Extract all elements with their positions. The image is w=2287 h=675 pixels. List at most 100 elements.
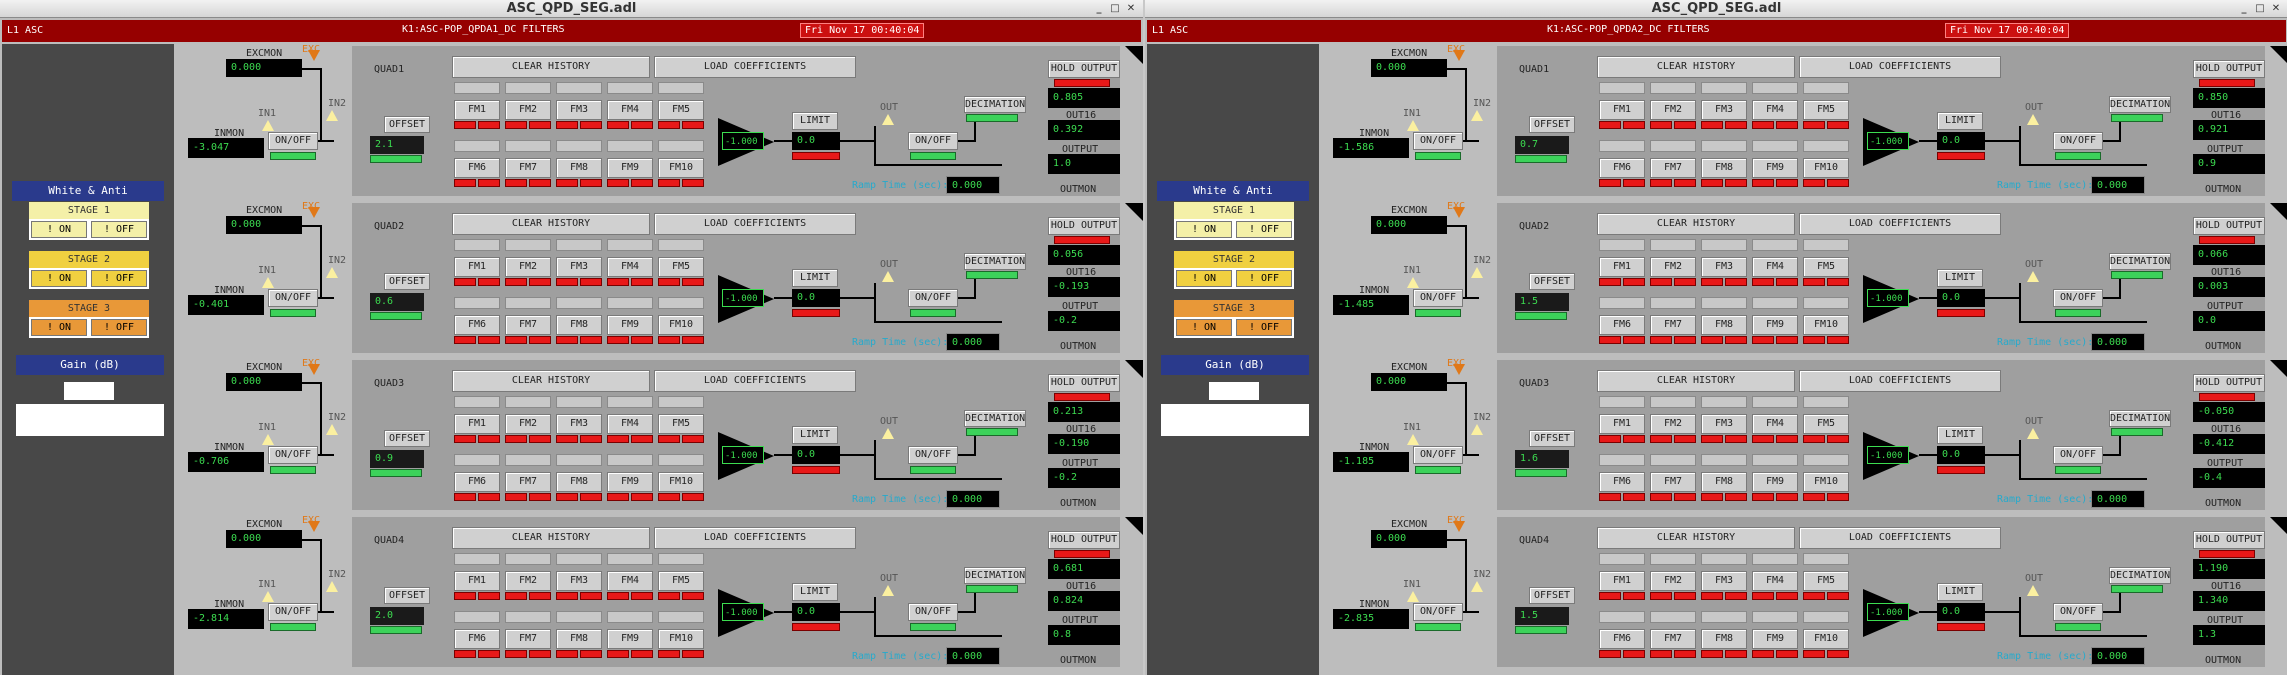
load-coefficients-button[interactable]: LOAD COEFFICIENTS <box>654 370 856 392</box>
limit-readout[interactable]: 0.0 <box>1937 446 1985 464</box>
decimation-button[interactable]: DECIMATION <box>2109 567 2171 584</box>
offset-readout[interactable]: 2.0 <box>370 607 424 625</box>
offset-readout[interactable]: 1.5 <box>1515 607 1569 625</box>
output-onoff-button[interactable]: ON/OFF <box>908 603 958 621</box>
fm9-button[interactable]: FM9 <box>607 629 653 649</box>
stage-on-button[interactable]: ! ON <box>1176 221 1232 238</box>
fm5-button[interactable]: FM5 <box>1803 571 1849 591</box>
gain-db-input[interactable] <box>1209 382 1259 400</box>
fm8-button[interactable]: FM8 <box>1701 629 1747 649</box>
fm7-button[interactable]: FM7 <box>1650 315 1696 335</box>
fm2-button[interactable]: FM2 <box>505 100 551 120</box>
fm3-button[interactable]: FM3 <box>556 571 602 591</box>
decimation-button[interactable]: DECIMATION <box>2109 96 2171 113</box>
decimation-button[interactable]: DECIMATION <box>2109 253 2171 270</box>
fm1-button[interactable]: FM1 <box>1599 571 1645 591</box>
fm6-button[interactable]: FM6 <box>1599 629 1645 649</box>
output-onoff-button[interactable]: ON/OFF <box>2053 603 2103 621</box>
stage-on-button[interactable]: ! ON <box>1176 319 1232 336</box>
clear-history-button[interactable]: CLEAR HISTORY <box>452 56 650 78</box>
fm8-button[interactable]: FM8 <box>556 158 602 178</box>
fm9-button[interactable]: FM9 <box>607 315 653 335</box>
gain-readout[interactable]: -1.000 <box>1867 603 1909 621</box>
maximize-icon[interactable]: □ <box>2255 3 2265 14</box>
limit-button[interactable]: LIMIT <box>792 583 838 601</box>
fm8-button[interactable]: FM8 <box>556 629 602 649</box>
output-onoff-button[interactable]: ON/OFF <box>908 446 958 464</box>
fm9-button[interactable]: FM9 <box>1752 315 1798 335</box>
fm10-button[interactable]: FM10 <box>1803 629 1849 649</box>
fm4-button[interactable]: FM4 <box>607 257 653 277</box>
fm3-button[interactable]: FM3 <box>1701 571 1747 591</box>
fm6-button[interactable]: FM6 <box>1599 472 1645 492</box>
offset-readout[interactable]: 0.7 <box>1515 136 1569 154</box>
fm9-button[interactable]: FM9 <box>607 158 653 178</box>
ramp-time-input[interactable]: 0.000 <box>2091 490 2145 508</box>
clear-history-button[interactable]: CLEAR HISTORY <box>1597 370 1795 392</box>
gain-db-field[interactable] <box>16 404 164 436</box>
fm8-button[interactable]: FM8 <box>556 472 602 492</box>
fm6-button[interactable]: FM6 <box>454 472 500 492</box>
input-onoff-button[interactable]: ON/OFF <box>1413 446 1463 464</box>
fm1-button[interactable]: FM1 <box>454 571 500 591</box>
clear-history-button[interactable]: CLEAR HISTORY <box>452 527 650 549</box>
input-onoff-button[interactable]: ON/OFF <box>268 446 318 464</box>
hold-output-button[interactable]: HOLD OUTPUT <box>1048 60 1120 78</box>
fm9-button[interactable]: FM9 <box>1752 472 1798 492</box>
input-onoff-button[interactable]: ON/OFF <box>268 132 318 150</box>
fm7-button[interactable]: FM7 <box>1650 629 1696 649</box>
fm1-button[interactable]: FM1 <box>1599 414 1645 434</box>
limit-readout[interactable]: 0.0 <box>1937 132 1985 150</box>
limit-button[interactable]: LIMIT <box>1937 583 1983 601</box>
stage-on-button[interactable]: ! ON <box>31 221 87 238</box>
hold-output-button[interactable]: HOLD OUTPUT <box>1048 531 1120 549</box>
clear-history-button[interactable]: CLEAR HISTORY <box>1597 56 1795 78</box>
fm8-button[interactable]: FM8 <box>1701 315 1747 335</box>
ramp-time-input[interactable]: 0.000 <box>2091 647 2145 665</box>
load-coefficients-button[interactable]: LOAD COEFFICIENTS <box>1799 56 2001 78</box>
clear-history-button[interactable]: CLEAR HISTORY <box>1597 213 1795 235</box>
fm2-button[interactable]: FM2 <box>1650 414 1696 434</box>
offset-readout[interactable]: 0.6 <box>370 293 424 311</box>
fm4-button[interactable]: FM4 <box>1752 571 1798 591</box>
fm3-button[interactable]: FM3 <box>556 257 602 277</box>
fm10-button[interactable]: FM10 <box>658 315 704 335</box>
offset-readout[interactable]: 2.1 <box>370 136 424 154</box>
fm4-button[interactable]: FM4 <box>1752 414 1798 434</box>
output-onoff-button[interactable]: ON/OFF <box>908 132 958 150</box>
fm10-button[interactable]: FM10 <box>1803 315 1849 335</box>
offset-button[interactable]: OFFSET <box>384 116 430 133</box>
fm10-button[interactable]: FM10 <box>658 158 704 178</box>
fm10-button[interactable]: FM10 <box>1803 158 1849 178</box>
limit-button[interactable]: LIMIT <box>792 112 838 130</box>
ramp-time-input[interactable]: 0.000 <box>946 490 1000 508</box>
limit-readout[interactable]: 0.0 <box>1937 289 1985 307</box>
load-coefficients-button[interactable]: LOAD COEFFICIENTS <box>654 527 856 549</box>
ramp-time-input[interactable]: 0.000 <box>2091 333 2145 351</box>
fm6-button[interactable]: FM6 <box>454 158 500 178</box>
input-onoff-button[interactable]: ON/OFF <box>1413 289 1463 307</box>
offset-button[interactable]: OFFSET <box>384 273 430 290</box>
gain-readout[interactable]: -1.000 <box>1867 446 1909 464</box>
ramp-time-input[interactable]: 0.000 <box>946 333 1000 351</box>
fm3-button[interactable]: FM3 <box>1701 257 1747 277</box>
offset-readout[interactable]: 1.5 <box>1515 293 1569 311</box>
fm5-button[interactable]: FM5 <box>1803 100 1849 120</box>
fm9-button[interactable]: FM9 <box>607 472 653 492</box>
hold-output-button[interactable]: HOLD OUTPUT <box>2193 531 2265 549</box>
hold-output-button[interactable]: HOLD OUTPUT <box>2193 60 2265 78</box>
fm7-button[interactable]: FM7 <box>505 158 551 178</box>
fm6-button[interactable]: FM6 <box>1599 315 1645 335</box>
close-icon[interactable]: ✕ <box>2271 3 2281 14</box>
limit-readout[interactable]: 0.0 <box>792 289 840 307</box>
gain-readout[interactable]: -1.000 <box>722 289 764 307</box>
output-onoff-button[interactable]: ON/OFF <box>2053 446 2103 464</box>
fm9-button[interactable]: FM9 <box>1752 158 1798 178</box>
fm4-button[interactable]: FM4 <box>607 100 653 120</box>
fm5-button[interactable]: FM5 <box>658 414 704 434</box>
fm6-button[interactable]: FM6 <box>1599 158 1645 178</box>
clear-history-button[interactable]: CLEAR HISTORY <box>1597 527 1795 549</box>
output-onoff-button[interactable]: ON/OFF <box>908 289 958 307</box>
limit-button[interactable]: LIMIT <box>1937 112 1983 130</box>
input-onoff-button[interactable]: ON/OFF <box>1413 603 1463 621</box>
